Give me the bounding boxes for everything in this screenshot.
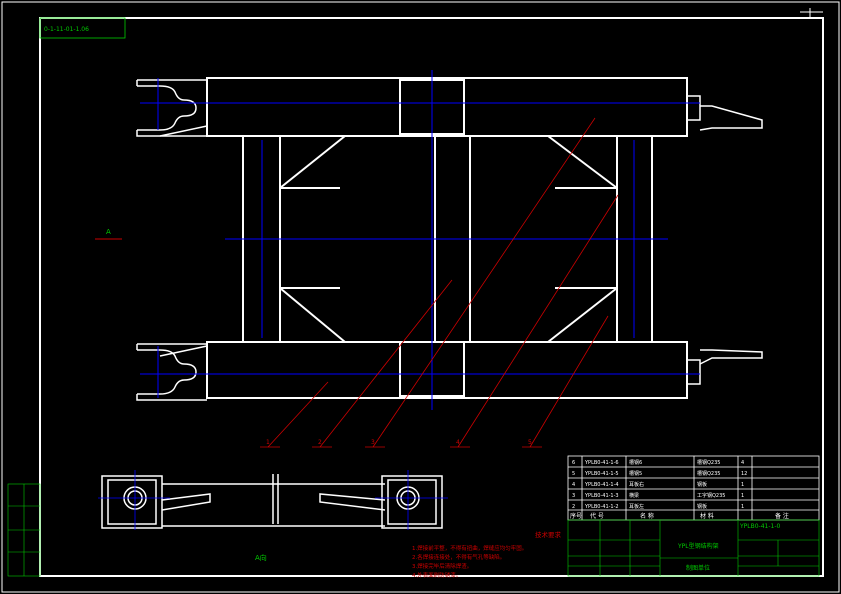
drawing-number: YPLB0-41-1-0 bbox=[739, 523, 781, 530]
tech-item-2: 2.各焊接连接处，不得有气孔等缺陷。 bbox=[412, 553, 505, 561]
bom-cell-code: YPLB0-41-1-6 bbox=[584, 460, 619, 466]
title-block bbox=[567, 519, 820, 577]
bom-cell-no: 2 bbox=[572, 504, 575, 510]
balloon-3: 3 bbox=[371, 439, 375, 446]
right-ends bbox=[686, 80, 763, 398]
plan-view bbox=[206, 77, 688, 399]
bom-header-code: 代 号 bbox=[590, 512, 604, 520]
bom-cell-no: 5 bbox=[572, 471, 575, 477]
balloon-2: 2 bbox=[318, 439, 322, 446]
bom-cell-code: YPLB0-41-1-3 bbox=[584, 493, 619, 499]
bom-cell-code: YPLB0-41-1-4 bbox=[584, 482, 619, 488]
bom-cell-name: 槽钢5 bbox=[629, 470, 642, 477]
tech-requirements: 技术要求 1.焊接前平整，不得有扭曲，焊缝应均匀牢固。 2.各焊接连接处，不得有… bbox=[412, 530, 562, 579]
bom-cell-no: 6 bbox=[572, 460, 575, 466]
section-mark: A bbox=[95, 228, 122, 240]
inner-border bbox=[39, 17, 824, 577]
drawing-title: YPL型钢结构架 bbox=[677, 542, 719, 550]
drawing-code-text: 0-1-11-01-1.06 bbox=[44, 26, 89, 33]
bom-cell-qty: 4 bbox=[741, 460, 744, 466]
section-label: A bbox=[106, 228, 111, 236]
balloon-labels: 1 2 3 4 5 bbox=[266, 439, 532, 446]
bom-cell-qty: 1 bbox=[741, 482, 744, 488]
bom-cell-name: 槽钢6 bbox=[629, 459, 642, 466]
tech-title: 技术要求 bbox=[535, 530, 562, 539]
bom-cell-qty: 1 bbox=[741, 504, 744, 510]
bom-cell-material: 钢板 bbox=[697, 503, 707, 510]
company-name: 制图单位 bbox=[686, 564, 710, 572]
bom-cell-name: 耳板右 bbox=[629, 481, 644, 488]
bom-cell-material: 槽钢Q235 bbox=[697, 470, 720, 477]
bom-cell-material: 工字钢Q235 bbox=[697, 492, 725, 499]
balloon-1: 1 bbox=[266, 439, 270, 446]
bom-cell-qty: 12 bbox=[741, 471, 747, 477]
view-label: A向 bbox=[255, 553, 267, 562]
bom-header-remark: 备 注 bbox=[775, 512, 789, 520]
tech-item-4: 4.外表面刷防锈漆。 bbox=[412, 571, 461, 579]
bom-header-material: 材 料 bbox=[700, 512, 714, 520]
bom-cell-no: 4 bbox=[572, 482, 575, 488]
bom-header-name: 名 称 bbox=[640, 512, 654, 520]
bom-header-seq: 序号 bbox=[570, 512, 582, 520]
left-lugs bbox=[136, 79, 208, 401]
bom-cell-qty: 1 bbox=[741, 493, 744, 499]
code-box: 0-1-11-01-1.06 bbox=[39, 17, 126, 39]
balloon-5: 5 bbox=[528, 439, 532, 446]
balloon-4: 4 bbox=[456, 439, 460, 446]
corner-marks bbox=[800, 8, 823, 18]
bom-cell-code: YPLB0-41-1-5 bbox=[584, 471, 619, 477]
bom-cell-code: YPLB0-41-1-2 bbox=[584, 504, 619, 510]
tech-item-1: 1.焊接前平整，不得有扭曲，焊缝应均匀牢固。 bbox=[412, 544, 527, 552]
center-lines bbox=[140, 70, 700, 410]
bom-cell-material: 钢板 bbox=[697, 481, 707, 488]
leader-lines bbox=[260, 117, 619, 448]
bom-cell-material: 槽钢Q235 bbox=[697, 459, 720, 466]
tech-item-3: 3.焊接完毕后清除焊渣。 bbox=[412, 562, 472, 570]
bom-cell-no: 3 bbox=[572, 493, 575, 499]
bom-cell-name: 耳板左 bbox=[629, 503, 644, 510]
bom-table: 6 YPLB0-41-1-6 槽钢6 槽钢Q235 4 5 YPLB0-41-1-5 槽钢5 槽… bbox=[567, 455, 820, 521]
margin-boxes bbox=[7, 483, 41, 577]
bom-cell-name: 横梁 bbox=[629, 492, 639, 499]
side-center-lines bbox=[98, 470, 448, 530]
side-view bbox=[101, 474, 443, 529]
